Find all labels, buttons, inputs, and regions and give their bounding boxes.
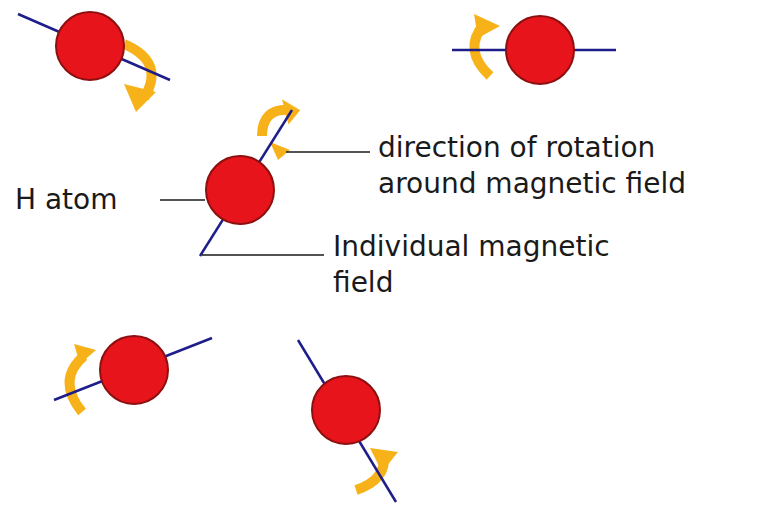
h-atom [312,376,380,444]
arrow-tail [270,142,290,160]
hydrogen-atoms [56,12,574,444]
arrow-head [124,84,156,112]
label-text: H atom [15,182,155,218]
field-axis [298,340,396,502]
field-axis [200,110,292,256]
label-text: direction of rotation around magnetic fi… [378,130,758,202]
leader-line [160,199,205,201]
leader-line [202,254,324,256]
h-atom [506,16,574,84]
h-atom [206,156,274,224]
magnetic-axes [18,14,616,502]
label-text: Individual magnetic field [333,229,613,301]
rotation-arrow [69,356,84,412]
h-atom [56,12,124,80]
arrow-head [474,14,500,38]
arrow-head [370,448,398,472]
arrow-head [74,344,96,364]
leader-line [286,151,370,153]
h-atom [100,336,168,404]
